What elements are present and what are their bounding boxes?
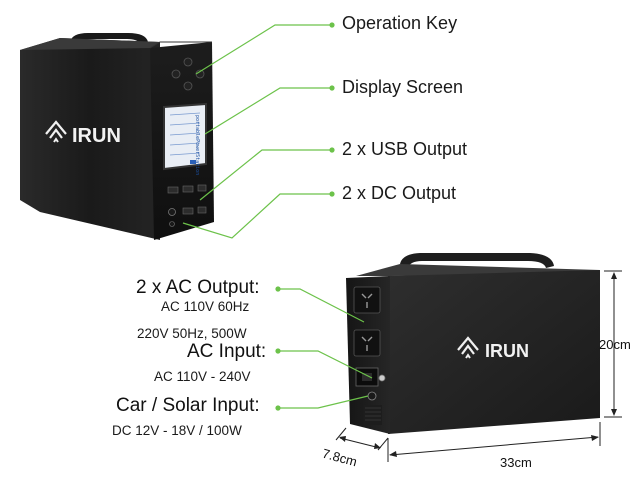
ac-output-title: 2 x AC Output: — [136, 277, 260, 298]
ac-output-line — [278, 288, 365, 323]
ac-output-line1: AC 110V 60Hz — [161, 299, 250, 314]
car-solar-line — [278, 395, 369, 409]
display-screen-graphic: portablePowerStation — [163, 102, 207, 175]
ac-input-line — [278, 350, 373, 379]
operation-key-label: Operation Key — [342, 13, 458, 33]
car-solar-line1: DC 12V - 18V / 100W — [112, 423, 242, 438]
bottom-brand-logo — [457, 336, 479, 359]
car-solar-title: Car / Solar Input: — [116, 395, 260, 416]
dc-output-line — [182, 193, 332, 239]
usb-output-line — [199, 149, 332, 201]
display-screen-label: Display Screen — [342, 77, 464, 97]
top-brand-logo — [45, 120, 67, 143]
ac-input-line1: AC 110V - 240V — [154, 369, 251, 384]
screen-text: portablePowerStation — [194, 115, 200, 175]
top-brand-name: IRUN — [72, 125, 121, 147]
dimension-arrows — [335, 270, 622, 462]
bottom-brand-name: IRUN — [485, 341, 529, 361]
usb-ports — [167, 184, 207, 194]
height-dimension: 20cm — [599, 337, 631, 352]
dc-ports — [168, 206, 207, 227]
ac-input-title: AC Input: — [187, 341, 267, 362]
bottom-device-handle — [400, 253, 554, 268]
top-device: portablePowerStation IRUN — [20, 33, 214, 240]
bottom-device-side — [388, 270, 600, 434]
operation-keys — [171, 57, 205, 91]
ac-outlets — [353, 286, 381, 357]
callout-lines — [182, 22, 373, 411]
top-device-side — [20, 38, 160, 240]
display-screen-line — [204, 87, 332, 135]
width-dimension: 33cm — [500, 455, 532, 470]
operation-key-line — [195, 24, 332, 75]
usb-output-label: 2 x USB Output — [342, 139, 468, 159]
ac-output-line2: 220V 50Hz, 500W — [137, 326, 247, 341]
bottom-device: IRUN — [346, 253, 600, 434]
top-device-handle — [70, 33, 148, 45]
dc-output-label: 2 x DC Output — [342, 183, 457, 203]
